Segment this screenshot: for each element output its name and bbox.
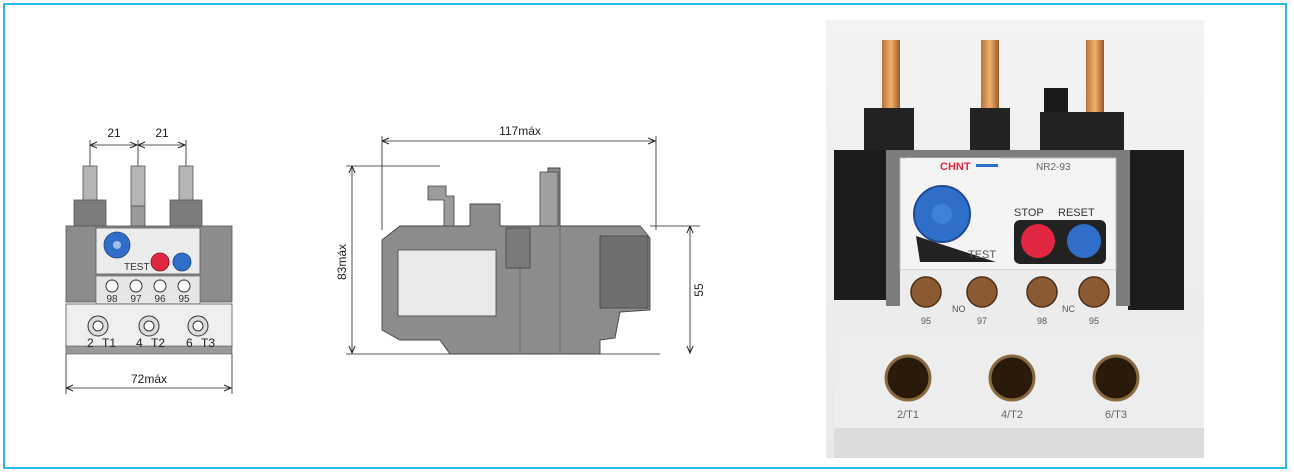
reset-button-icon: [1067, 224, 1101, 258]
top-terminal-posts: [73, 165, 203, 227]
photo-aux-terminal: 97: [977, 316, 987, 326]
terminal-height-label: 55: [692, 283, 706, 297]
stop-label: STOP: [1014, 207, 1044, 219]
photo-test-label: TEST: [968, 249, 996, 261]
copper-terminal-icon: [882, 40, 900, 118]
front-view-drawing: 21 21 TEST 98 97 96 95: [65, 126, 233, 394]
no-label: NO: [952, 304, 966, 314]
front-aux-terminal: 96: [154, 294, 166, 305]
main-terminal-label: T1: [102, 336, 116, 350]
front-aux-terminal: 95: [178, 294, 190, 305]
image-frame: [3, 3, 1287, 469]
width-label: 72máx: [131, 372, 167, 386]
front-aux-terminal: 98: [106, 294, 118, 305]
height-label: 83máx: [335, 244, 349, 280]
front-aux-screws: [95, 275, 201, 305]
photo-aux-terminal: 98: [1037, 316, 1047, 326]
pitch-right-label: 21: [155, 126, 169, 140]
main-terminal-label: 4: [136, 336, 143, 350]
length-label: 117máx: [499, 124, 541, 138]
main-terminal-label: 2: [87, 336, 94, 350]
front-test-label: TEST: [124, 262, 150, 273]
front-aux-terminal: 97: [130, 294, 142, 305]
stop-button-icon: [150, 252, 170, 272]
copper-terminal-icon: [981, 40, 999, 118]
width-dimension: 72máx: [65, 354, 233, 394]
photo-main-terminal: 6/T3: [1105, 409, 1127, 421]
side-view-drawing: 117máx 83máx 55: [335, 124, 706, 355]
nc-label: NC: [1062, 304, 1075, 314]
photo-main-terminal: 4/T2: [1001, 409, 1023, 421]
photo-aux-terminal: 95: [921, 316, 931, 326]
copper-terminal-icon: [1086, 40, 1104, 118]
reset-button-icon: [172, 252, 192, 272]
photo-main-terminal: 2/T1: [897, 409, 919, 421]
reset-label: RESET: [1058, 207, 1095, 219]
brand-label: CHNT: [940, 161, 971, 173]
main-terminal-label: 6: [186, 336, 193, 350]
pitch-left-label: 21: [107, 126, 121, 140]
photo-aux-terminal: 95: [1089, 316, 1099, 326]
main-terminal-label: T2: [151, 336, 165, 350]
main-terminal-label: T3: [201, 336, 215, 350]
model-label: NR2-93: [1036, 162, 1071, 173]
product-photo: CHNT NR2-93 TEST STOP RESET NO NC 95 97 …: [826, 20, 1204, 458]
stop-button-icon: [1021, 224, 1055, 258]
